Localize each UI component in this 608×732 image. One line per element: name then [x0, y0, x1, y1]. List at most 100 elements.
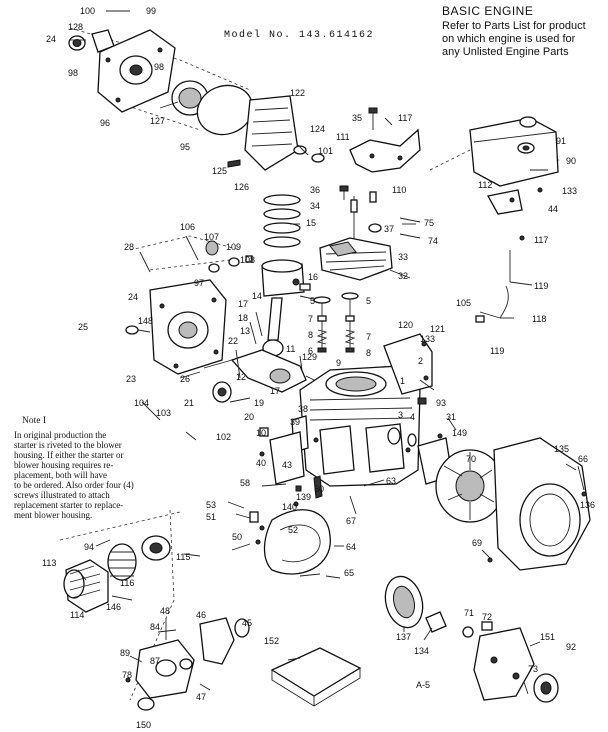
- part-number: 3: [398, 410, 403, 420]
- part-number: 119: [534, 281, 548, 291]
- part-number: 99: [146, 6, 156, 16]
- part-number: 25: [78, 322, 88, 332]
- part-number: 6: [308, 346, 313, 356]
- piston-crankshaft-group: [203, 194, 331, 403]
- part-number: 75: [424, 218, 434, 228]
- part-number: 148: [138, 316, 153, 326]
- note-title: Note I: [22, 416, 47, 426]
- part-number: 121: [430, 324, 445, 334]
- part-number: 44: [548, 204, 558, 214]
- part-number: 108: [240, 255, 255, 265]
- part-number: 139: [296, 492, 311, 502]
- part-number: 136: [580, 500, 595, 510]
- model-number: Model No. 143.614162: [224, 30, 375, 41]
- part-number: 102: [216, 432, 231, 442]
- part-number: 116: [120, 578, 134, 588]
- part-number: 63: [386, 476, 396, 486]
- part-number: 129: [302, 352, 317, 362]
- part-number: 67: [346, 516, 356, 526]
- part-number: 101: [318, 146, 333, 156]
- part-number: 126: [234, 182, 249, 192]
- part-number: 66: [578, 454, 588, 464]
- part-number: 2: [418, 356, 423, 366]
- part-number: 89: [120, 648, 130, 658]
- part-number: 48: [160, 606, 170, 616]
- part-number: 84: [150, 622, 160, 632]
- cylinder-block: [269, 333, 433, 515]
- bottom-parts-group: [270, 575, 559, 707]
- part-number: 21: [184, 398, 194, 408]
- part-number: 150: [136, 720, 151, 730]
- part-number: 5: [310, 296, 315, 306]
- part-number: 26: [180, 374, 190, 384]
- leader-lines: [70, 10, 577, 661]
- part-number: 19: [254, 398, 264, 408]
- cylinder-head-group: [319, 107, 421, 281]
- part-number: 31: [446, 412, 456, 422]
- part-number: 22: [228, 336, 238, 346]
- note-line: starter is riveted to the blower: [14, 440, 122, 450]
- part-number: 119: [490, 346, 504, 356]
- part-number: 36: [310, 185, 320, 195]
- header-note-line: Refer to Parts List for product: [442, 20, 586, 32]
- part-number: 117: [398, 113, 412, 123]
- part-number: 14: [252, 291, 262, 301]
- part-number: 95: [180, 142, 190, 152]
- part-number: 113: [42, 558, 56, 568]
- part-number: 152: [264, 636, 279, 646]
- part-number: 38: [298, 404, 308, 414]
- part-number: 111: [336, 132, 350, 142]
- part-number-labels: 100 99 128 24 98 98 96 127 95 122 124 10…: [42, 6, 595, 730]
- part-number: 118: [532, 314, 546, 324]
- part-number: 10: [256, 428, 266, 438]
- part-number: 94: [84, 542, 94, 552]
- part-number: 71: [464, 608, 474, 618]
- part-number: 133: [420, 334, 435, 344]
- part-number: 100: [80, 6, 95, 16]
- part-number: 73: [528, 664, 538, 674]
- note-line: to be ordered. Also order four (4): [14, 480, 134, 490]
- part-number: 114: [70, 610, 84, 620]
- part-number: 97: [194, 278, 204, 288]
- part-number: 105: [456, 298, 471, 308]
- part-number: 65: [344, 568, 354, 578]
- part-number: 40: [256, 458, 266, 468]
- part-number: 103: [156, 408, 171, 418]
- side-cover-group: [125, 235, 253, 375]
- part-number: 39: [290, 417, 300, 427]
- muffler-group: [429, 116, 560, 323]
- part-number: 1: [400, 376, 405, 386]
- base-group: [227, 427, 331, 577]
- part-number: 98: [68, 68, 78, 78]
- part-number: 117: [534, 235, 548, 245]
- part-number: 35: [352, 113, 362, 123]
- part-number: 70: [466, 454, 476, 464]
- part-number: 4: [410, 412, 415, 422]
- part-number: 64: [346, 542, 356, 552]
- part-number: 72: [482, 612, 492, 622]
- part-number: 96: [100, 118, 110, 128]
- header-note-line: on which engine is used for: [442, 33, 576, 45]
- part-number: 17: [270, 386, 280, 396]
- part-number: 78: [122, 670, 132, 680]
- part-number: 8: [366, 348, 371, 358]
- part-number: 98: [154, 62, 164, 72]
- part-number: 133: [562, 186, 577, 196]
- part-number: 106: [180, 222, 195, 232]
- part-number: 13: [240, 326, 250, 336]
- part-number: 15: [306, 218, 316, 228]
- note-line: In original production the: [14, 430, 107, 440]
- part-number: 17: [238, 299, 248, 309]
- part-number: 74: [428, 236, 438, 246]
- part-number: 120: [398, 320, 413, 330]
- part-number: 146: [106, 602, 121, 612]
- starter-carburetor-group: [59, 509, 250, 711]
- part-number: 69: [472, 538, 482, 548]
- part-number: 137: [396, 632, 411, 642]
- part-number: 58: [240, 478, 250, 488]
- part-number: 134: [414, 646, 429, 656]
- part-number: 45: [242, 618, 252, 628]
- part-number: 20: [244, 412, 254, 422]
- part-number: 28: [124, 242, 134, 252]
